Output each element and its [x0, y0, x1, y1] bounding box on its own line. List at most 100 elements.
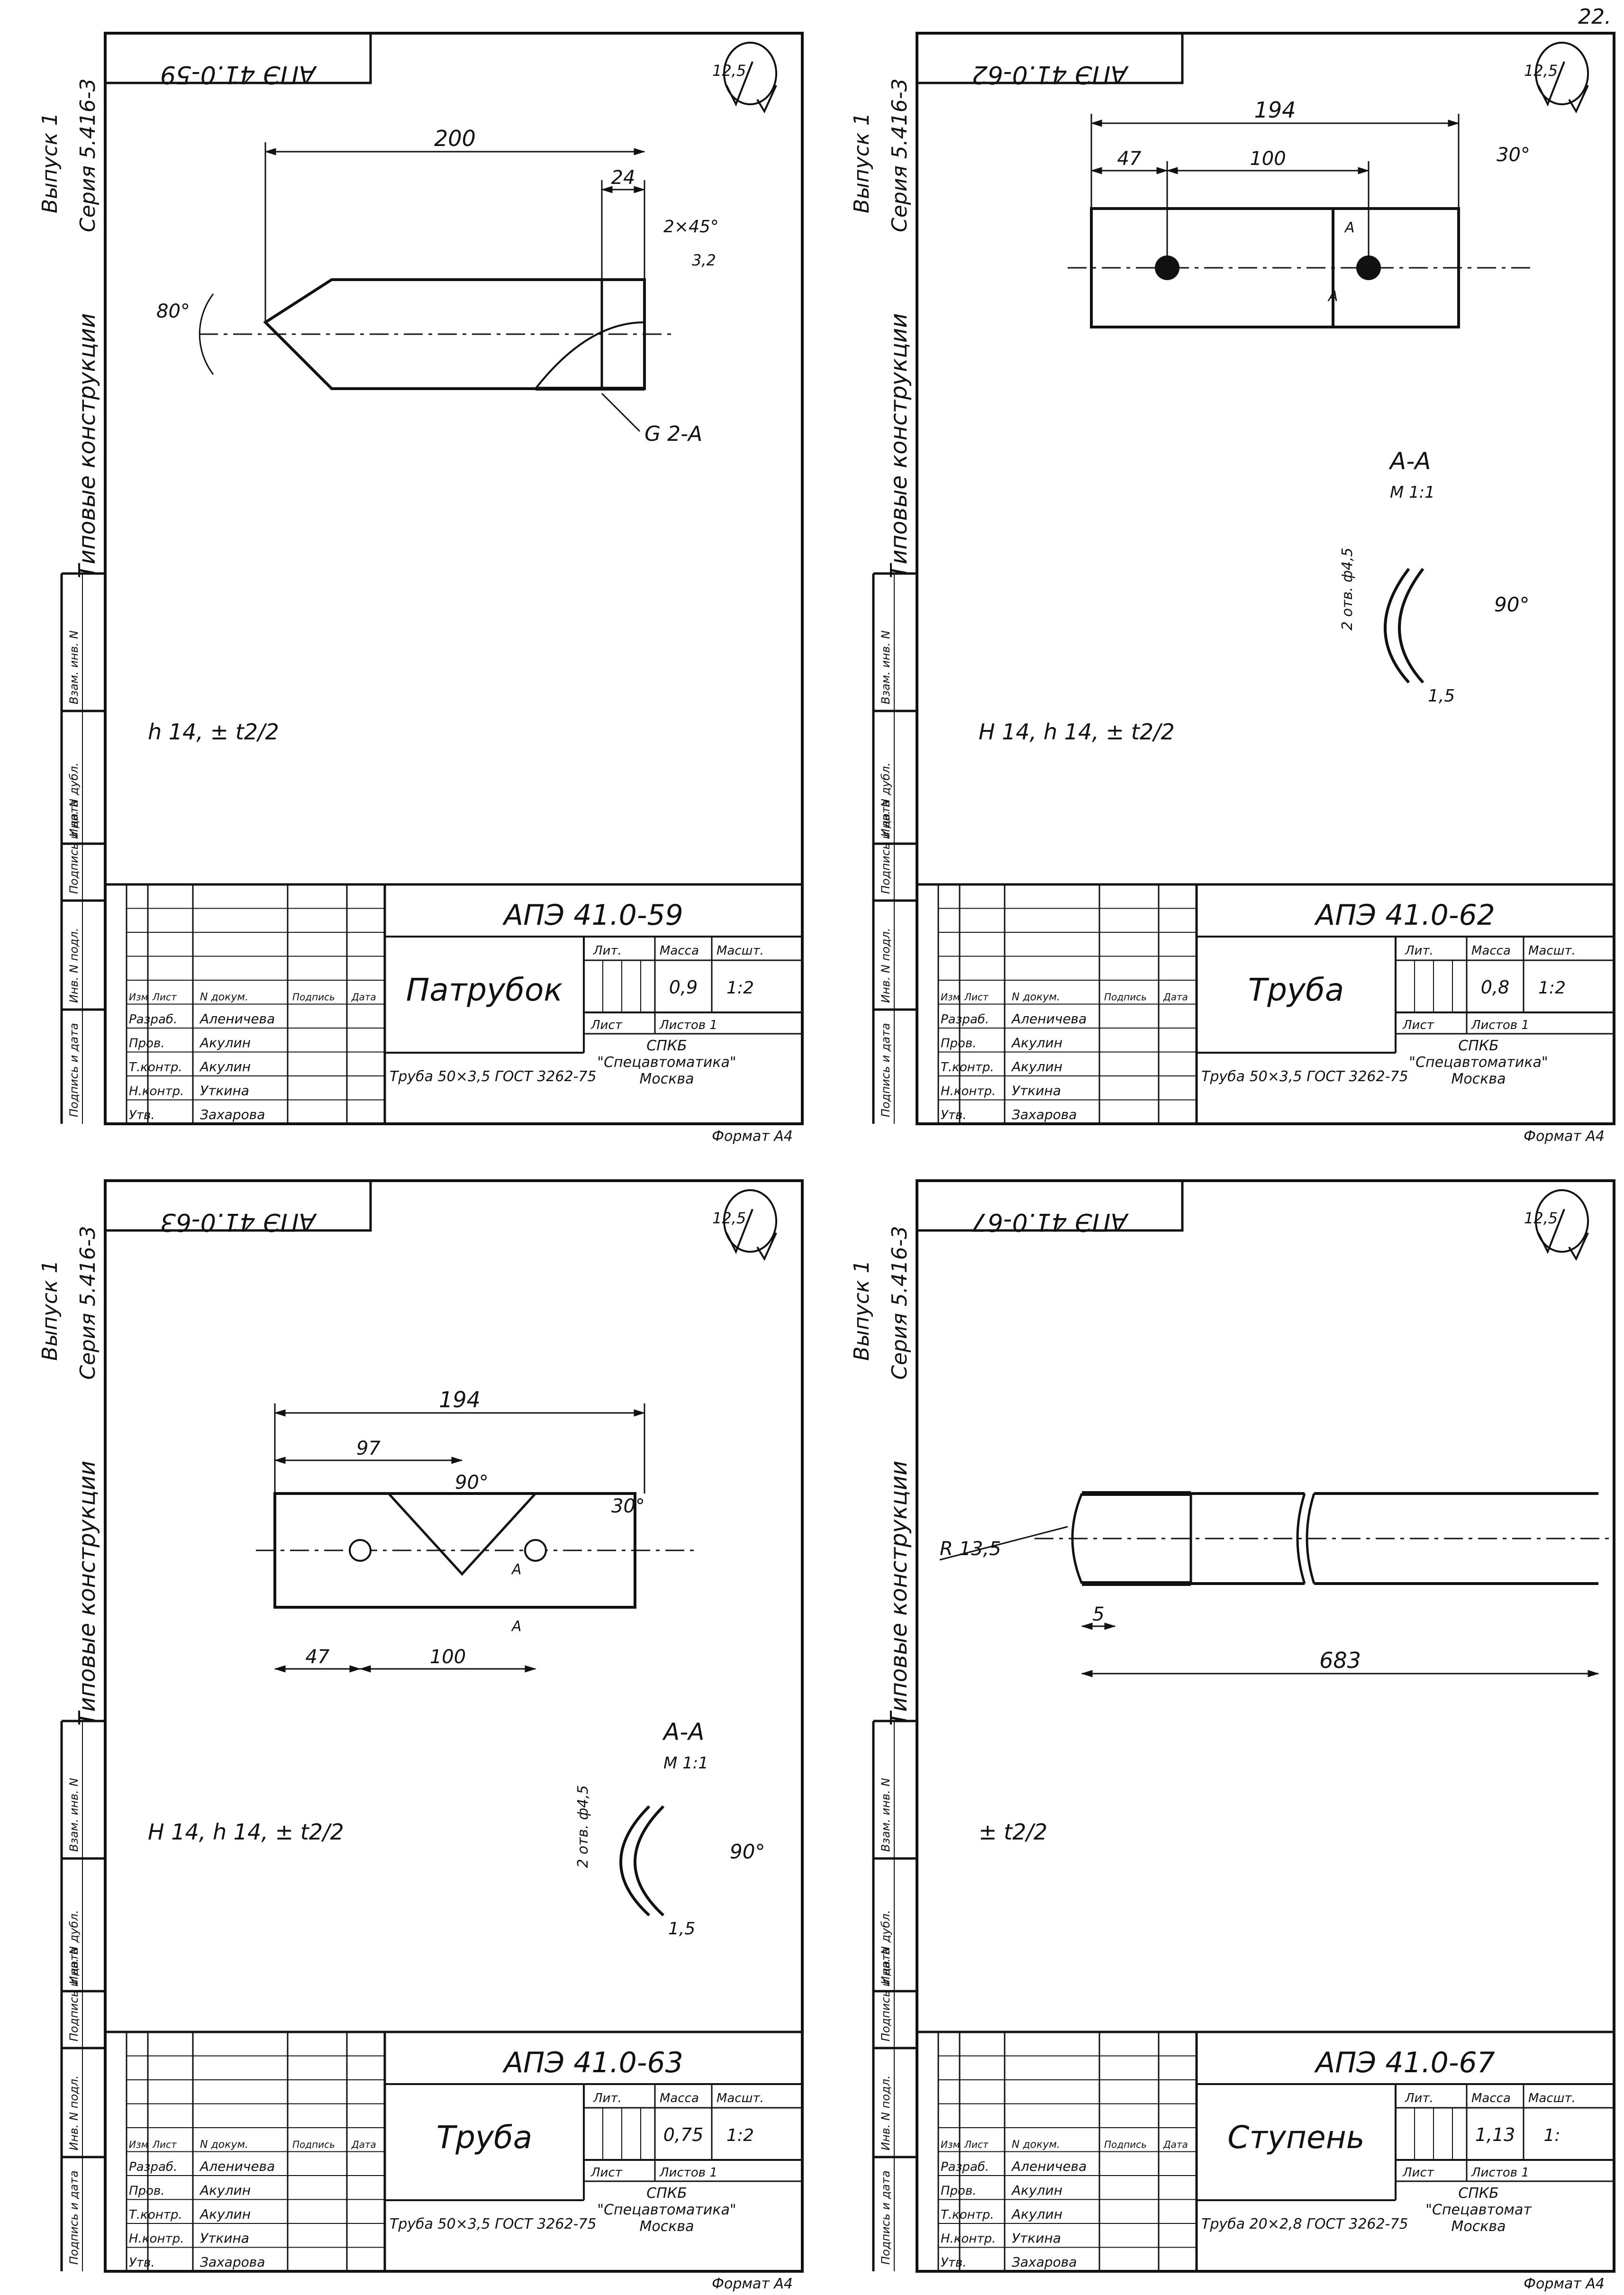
stamp-name-label: Уткина: [200, 2231, 249, 2246]
side-cell-label: Инв. N дубл.: [879, 763, 892, 837]
issue-vertical-text: Выпуск 1: [850, 113, 874, 213]
dim-100-arrow-right: [1358, 167, 1370, 174]
org-name-2: "Спецавтоматика": [597, 1054, 736, 1071]
stamp-role-label: Н.контр.: [941, 2232, 996, 2246]
stamp-sheet-label: Лист: [590, 1018, 623, 1032]
side-cell-label: Взам. инв. N: [67, 1778, 81, 1852]
typical-vertical-text: Типовые конструкции: [886, 313, 912, 578]
dim-683-arrow-right: [1588, 1670, 1599, 1677]
part-scale-value: 1:2: [1538, 978, 1566, 998]
stamp-name-label: Акулин: [199, 2206, 251, 2222]
stamp-lit-label: Лит.: [593, 944, 622, 958]
section-dim: 1,5: [1428, 686, 1455, 706]
cut-a-2: А: [1327, 288, 1338, 305]
dim-194-label: 194: [439, 1387, 481, 1412]
roughness-tick-icon: [756, 85, 777, 114]
stamp-role-label: Утв.: [129, 1108, 155, 1122]
v-cut: [388, 1493, 536, 1576]
org-name-2: "Спецавтомат: [1425, 2202, 1532, 2218]
side-cell-label: Подпись и дата: [879, 2170, 892, 2265]
dim-47-label: 47: [1117, 148, 1142, 170]
stamp-mass-label: Масса: [1471, 944, 1511, 958]
stamp-scale-label: Масшт.: [1528, 2091, 1576, 2105]
sheet-frame: [916, 1179, 1615, 2273]
roughness-tick-icon: [756, 1232, 777, 1261]
side-cell-label: Взам. инв. N: [67, 630, 81, 704]
angle-arc: [199, 293, 214, 375]
stamp-role-label: Разраб.: [129, 2160, 177, 2174]
angle-30: 30°: [611, 1495, 645, 1517]
stamp-name-label: Акулин: [199, 1059, 251, 1075]
stamp-role-label: Н.контр.: [129, 1084, 184, 1099]
rough-note: 3,2: [692, 251, 716, 269]
radius-label: R 13,5: [940, 1538, 1001, 1560]
stamp-izm-label: Изм: [129, 2139, 148, 2150]
sheet-frame: [104, 1179, 804, 2273]
dim-100-label: 100: [1250, 148, 1286, 170]
section-arc: [1384, 568, 1410, 684]
stamp-izm-label: Изм: [941, 2139, 960, 2150]
section-angle: 90°: [1494, 593, 1529, 616]
surface-roughness-value: 12,5: [1524, 1209, 1558, 1227]
stamp-role-label: Утв.: [941, 2256, 967, 2270]
surface-roughness-value: 12,5: [712, 62, 746, 80]
tolerance-note: H 14, h 14, ± t2/2: [148, 1819, 344, 1845]
stamp-name-label: Аленичева: [199, 2158, 275, 2174]
issue-vertical-text: Выпуск 1: [38, 113, 62, 213]
break-line-2: [1306, 1493, 1316, 1584]
dim-200-arrow-right: [634, 148, 645, 155]
stamp-sheets-label: Листов 1: [659, 1018, 717, 1032]
part-title-text: Ступень: [1227, 2119, 1364, 2156]
stamp-name-label: Акулин: [1011, 1059, 1062, 1075]
section-scale: М 1:1: [1390, 483, 1435, 502]
stamp-podp-label: Подпись: [1104, 2139, 1147, 2150]
stamp-name-label: Захарова: [200, 2254, 265, 2270]
stamp-role-label: Т.контр.: [941, 2208, 994, 2222]
org-name-1: СПКБ: [1458, 1038, 1498, 1054]
roughness-tick-icon: [1568, 1232, 1589, 1261]
side-cell-label: Инв. N подл.: [67, 928, 81, 1003]
section-label: А-А: [1388, 447, 1431, 475]
part-title-text: Труба: [436, 2119, 532, 2156]
stamp-name-label: Аленичева: [1011, 2158, 1087, 2174]
stamp-izm-label: Изм: [129, 992, 148, 1003]
part-mass-value: 0,9: [669, 977, 698, 998]
issue-vertical-text: Выпуск 1: [38, 1260, 62, 1361]
section-arc-2: [634, 1805, 665, 1917]
stamp-podp-label: Подпись: [1104, 992, 1147, 1003]
side-cell-label: Взам. инв. N: [879, 1778, 892, 1852]
section-dim: 1,5: [668, 1919, 695, 1939]
side-cell-label: Инв. N дубл.: [67, 1910, 81, 1985]
stamp-code-text: АПЭ 41.0-67: [1314, 2046, 1495, 2079]
thread-leader: [601, 392, 641, 432]
stamp-role-label: Пров.: [129, 2184, 165, 2198]
stamp-list-label: Лист: [152, 992, 177, 1003]
dim-97-arrow-right: [451, 1457, 463, 1464]
material-text: Труба 50×3,5 ГОСТ 3262-75: [390, 1068, 597, 1085]
series-vertical-text: Серия 5.416-3: [888, 78, 912, 232]
stamp-sheet-label: Лист: [1402, 1018, 1434, 1032]
stamp-data-label: Дата: [351, 2139, 376, 2150]
dim-100-arrow-right: [525, 1665, 536, 1673]
format-label: Формат А4: [712, 2276, 793, 2292]
stamp-sheets-label: Листов 1: [659, 2166, 717, 2180]
section-label: А-А: [662, 1718, 704, 1746]
roughness-bracket-icon: [723, 1189, 778, 1253]
stamp-code-text: АПЭ 41.0-63: [502, 2046, 683, 2079]
hole-2: [1356, 255, 1381, 280]
part-scale-value: 1:2: [726, 978, 754, 998]
stamp-ndok-label: N докум.: [200, 992, 248, 1003]
stamp-role-label: Пров.: [941, 2184, 977, 2198]
dim-194-arrow-left: [274, 1409, 286, 1417]
thread-label: G 2-A: [644, 422, 702, 446]
section-angle: 90°: [730, 1840, 765, 1863]
stamp-role-label: Н.контр.: [129, 2232, 184, 2246]
stamp-scale-label: Масшт.: [717, 2091, 764, 2105]
org-name-3: Москва: [1452, 2218, 1506, 2235]
side-cell-label: Взам. инв. N: [879, 630, 892, 704]
material-text: Труба 20×2,8 ГОСТ 3262-75: [1201, 2216, 1408, 2232]
stamp-ndok-label: N докум.: [200, 2139, 248, 2151]
